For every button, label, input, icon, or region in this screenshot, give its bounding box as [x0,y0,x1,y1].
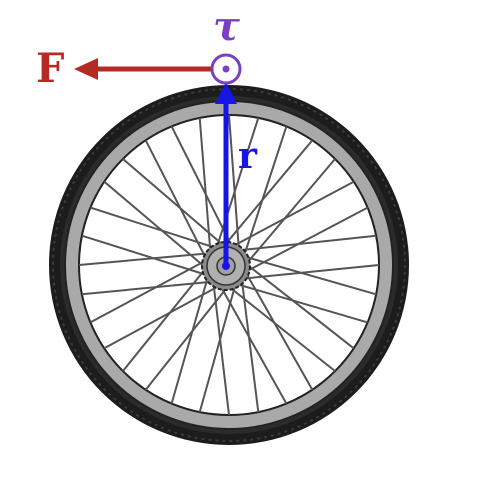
out-of-page-dot-center [222,65,230,73]
spoke [223,282,336,372]
spoke [103,282,226,350]
spoke [211,276,230,416]
spoke [78,251,216,266]
radius-origin-dot [222,262,230,270]
spoke [230,281,368,324]
spoke [198,117,212,259]
spoke [241,126,288,262]
radius-vector: r [215,82,258,270]
spoke [90,206,222,251]
spoke [144,139,210,266]
spoke [240,206,369,276]
spoke [242,266,314,391]
torque-label: τ [213,3,240,50]
spoke [233,234,377,252]
spoke [170,270,211,404]
spoke [198,278,238,413]
spoke [89,256,212,324]
force-label: F [36,45,64,92]
spoke [220,139,314,251]
spoke [122,263,210,372]
tire-tread-ring [52,88,406,442]
spoke [103,180,211,272]
force-arrowhead [74,58,98,80]
force-vector: F [36,45,212,92]
spokes [78,114,380,416]
radius-label: r [238,135,258,177]
spoke [81,280,219,296]
spoke [144,281,232,391]
spoke [226,180,355,250]
radius-arrowhead [215,82,237,104]
spoke [122,158,229,250]
spoke [240,273,260,413]
spoke [236,264,380,281]
spoke [81,234,214,278]
spoke [241,260,355,350]
spoke [242,158,336,269]
spoke [228,114,241,256]
spoke [216,280,288,405]
spoke [238,254,377,296]
spoke [214,117,260,254]
torque-vector: τ [210,3,242,85]
